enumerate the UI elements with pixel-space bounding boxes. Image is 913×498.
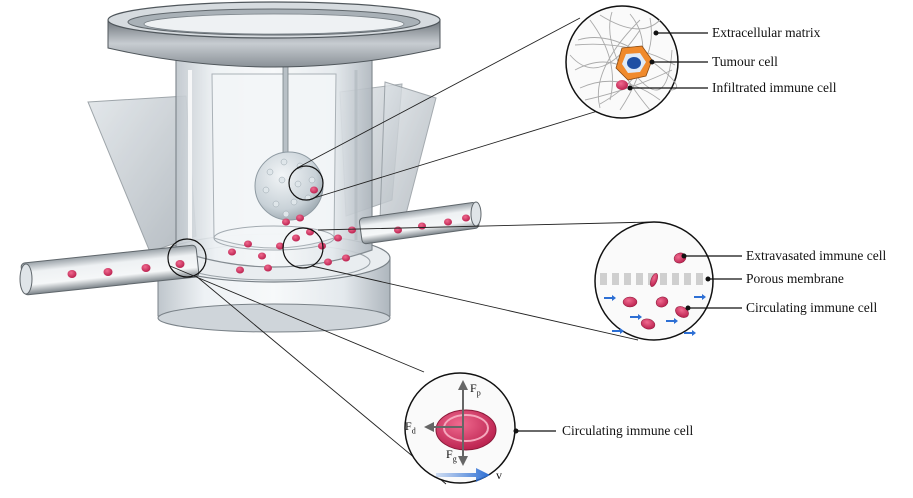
circulating-cell-icon <box>435 409 497 451</box>
inset1-leaders <box>630 32 708 89</box>
bioreactor-device <box>19 1 482 333</box>
inset-extracellular <box>565 5 679 119</box>
label-extravasated-immune-cell: Extravasated immune cell <box>746 248 887 263</box>
velocity-label: v <box>496 468 502 482</box>
label-tumour-cell: Tumour cell <box>712 54 778 69</box>
flow-arrows-membrane <box>604 294 706 336</box>
outlet-tube <box>358 202 480 245</box>
zoom-marker-tumour <box>288 165 324 201</box>
label-circulating-immune-cell-right: Circulating immune cell <box>746 300 878 315</box>
inset-membrane <box>594 221 714 341</box>
velocity-arrow <box>436 468 490 482</box>
label-porous-membrane: Porous membrane <box>746 271 844 286</box>
infiltrated-cell-icon <box>616 80 628 90</box>
inset-forces <box>404 372 516 484</box>
inset2-leaders <box>684 255 742 309</box>
zoom-marker-membrane <box>282 227 324 269</box>
zoom-marker-tube <box>167 238 207 278</box>
right-fin <box>379 81 437 221</box>
force-label-fg: Fg <box>446 447 457 464</box>
force-label-fp: Fp <box>470 381 481 398</box>
connector-lines <box>169 17 653 485</box>
label-extracellular-matrix: Extracellular matrix <box>712 25 821 40</box>
force-label-fd: Fd <box>405 419 416 436</box>
force-arrows <box>424 380 468 466</box>
label-circulating-immune-cell-bottom: Circulating immune cell <box>562 423 694 438</box>
label-infiltrated-immune-cell: Infiltrated immune cell <box>712 80 837 95</box>
